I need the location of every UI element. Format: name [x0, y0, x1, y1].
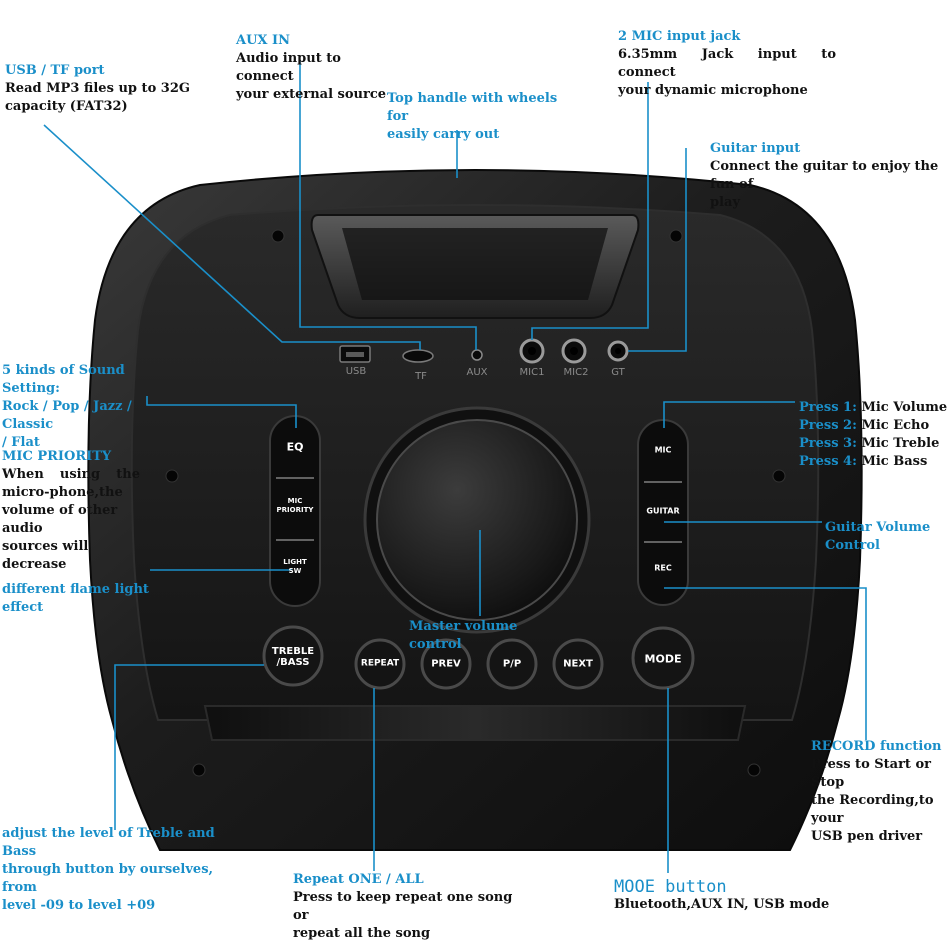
mic1-port-label: MIC1	[519, 367, 545, 378]
master-volume-annotation: Master volume control	[409, 619, 518, 652]
callout-lines	[43, 60, 867, 873]
mic-press-row: Press 1: Mic Volume	[799, 400, 948, 415]
pp-label: P/P	[502, 658, 522, 670]
mode-annotation: MOOE button Bluetooth,AUX IN, USB mode	[614, 877, 830, 912]
play-pause-button[interactable]	[486, 638, 538, 690]
flame-light-annotation: different flame light effect	[2, 582, 149, 615]
eq-button[interactable]: EQ	[286, 440, 304, 454]
repeat-annotation: Repeat ONE / ALL Press to keep repeat on…	[293, 872, 513, 941]
prev-label: PREV	[431, 658, 461, 670]
usb-tf-title: USB / TF port	[5, 63, 105, 78]
usb-port-label: USB	[345, 366, 367, 377]
mic-button[interactable]: MIC	[654, 445, 672, 455]
mic-jack-annotation: 2 MIC input jack 6.35mm Jack input to co…	[618, 29, 836, 98]
treble-bass-button[interactable]	[262, 625, 324, 687]
screw	[165, 469, 179, 483]
mic-priority-button[interactable]: MIC PRIORITY	[276, 497, 314, 514]
record-annotation: RECORD function Press to Start or Stop t…	[811, 739, 942, 844]
aux-in-annotation: AUX IN Audio input to connect your exter…	[236, 33, 387, 102]
gt-port-label: GT	[611, 367, 625, 378]
guitar-volume-annotation: Guitar Volume Control	[825, 520, 931, 553]
rec-button[interactable]: REC	[654, 563, 672, 573]
tf-port-icon	[402, 349, 434, 363]
screw	[747, 763, 761, 777]
repeat-label: REPEAT	[360, 658, 400, 669]
mode-label: MODE	[644, 652, 682, 666]
tf-port-label: TF	[415, 371, 427, 382]
aux-jack-icon	[471, 349, 483, 361]
aux-port-label: AUX	[466, 367, 488, 378]
mic2-port-label: MIC2	[563, 367, 589, 378]
guitar-input-annotation: Guitar input Connect the guitar to enjoy…	[710, 141, 939, 210]
handle-annotation: Top handle with wheels for easily carry …	[387, 91, 558, 142]
handle-grip	[342, 228, 608, 300]
sound-setting-annotation: 5 kinds of Sound Setting: Rock / Pop / J…	[2, 363, 132, 450]
next-button[interactable]	[552, 638, 604, 690]
mic-press-row: Press 2: Mic Echo	[799, 418, 930, 433]
treble-bass-label: TREBLE /BASS	[271, 646, 315, 668]
screw	[772, 469, 786, 483]
mic-priority-annotation: MIC PRIORITY When using the micro-phone,…	[2, 449, 140, 572]
guitar-button[interactable]: GUITAR	[646, 506, 680, 516]
screw	[669, 229, 683, 243]
left-button-column	[269, 415, 321, 607]
mic-press-annotation: Press 1: Mic Volume Press 2: Mic Echo Pr…	[799, 399, 949, 471]
prev-button[interactable]	[420, 638, 472, 690]
right-button-column	[637, 419, 689, 606]
screw	[192, 763, 206, 777]
repeat-button[interactable]	[354, 638, 406, 690]
master-volume-knob[interactable]	[376, 419, 578, 621]
screw	[271, 229, 285, 243]
next-label: NEXT	[563, 658, 593, 670]
treble-bass-annotation: adjust the level of Treble and Bass thro…	[2, 826, 215, 913]
bottom-light-strip	[203, 705, 747, 741]
usb-tf-annotation: USB / TF port Read MP3 files up to 32G c…	[5, 63, 190, 114]
mic-press-row: Press 3: Mic Treble	[799, 436, 940, 451]
light-sw-button[interactable]: LIGHT SW	[283, 558, 307, 575]
mode-button[interactable]	[631, 626, 695, 690]
mic-press-row: Press 4: Mic Bass	[799, 454, 928, 469]
